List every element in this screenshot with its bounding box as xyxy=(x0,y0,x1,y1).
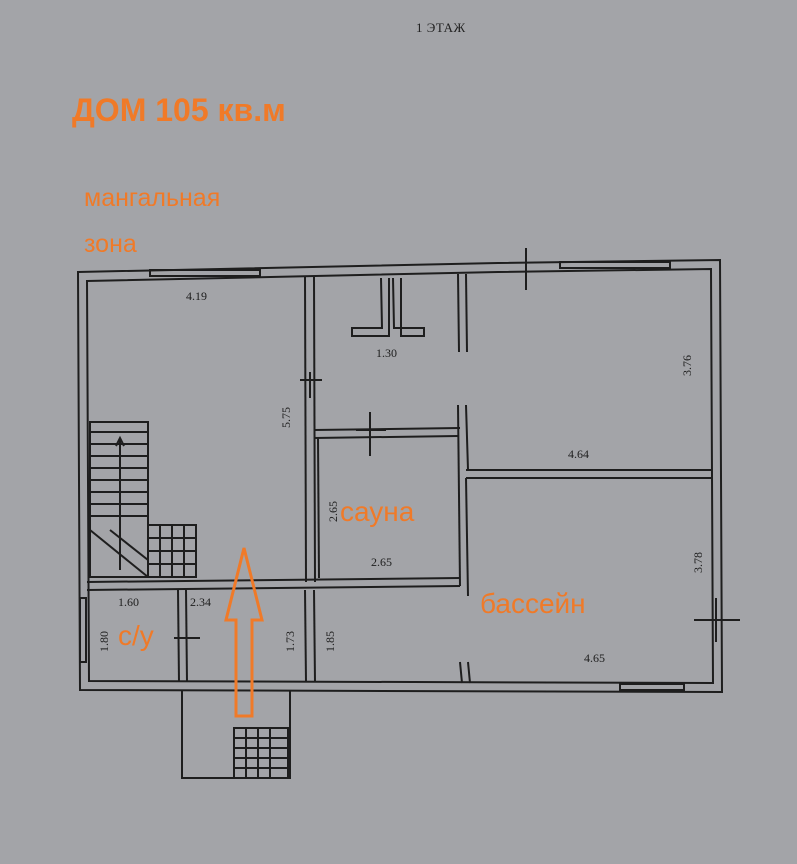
dim-hall-width: 1.30 xyxy=(376,346,397,360)
closet-wall xyxy=(392,277,425,337)
wc-label: с/у xyxy=(118,620,154,651)
wall xyxy=(459,661,463,684)
porch-steps xyxy=(233,727,289,779)
wall xyxy=(313,589,316,683)
dim-pool-width: 4.65 xyxy=(584,651,605,665)
grill-zone-label-line2: зона xyxy=(84,230,137,258)
wall xyxy=(465,477,469,597)
wall xyxy=(304,276,307,583)
outer-wall-inner xyxy=(85,267,715,685)
dim-sauna-width: 2.65 xyxy=(371,555,392,569)
wall xyxy=(177,589,180,683)
wall xyxy=(86,585,461,591)
wall xyxy=(185,589,188,683)
wall xyxy=(467,661,471,684)
wall xyxy=(465,273,468,353)
floor-title: 1 ЭТАЖ xyxy=(416,20,466,35)
window xyxy=(149,269,261,277)
wall xyxy=(313,435,459,439)
window xyxy=(559,261,671,269)
sauna-label: сауна xyxy=(340,496,415,527)
window xyxy=(79,597,87,663)
dim-lower-mid-depth: 1.85 xyxy=(323,631,337,652)
wall xyxy=(317,437,320,579)
dim-top-right-depth: 3.76 xyxy=(680,355,694,376)
entrance-arrow xyxy=(224,547,264,718)
wall xyxy=(86,577,461,583)
staircase xyxy=(89,421,149,578)
dim-left-room-depth: 5.75 xyxy=(279,407,293,428)
wall xyxy=(457,404,461,587)
wall xyxy=(465,404,469,471)
wall xyxy=(304,589,307,683)
dim-entry-depth: 1.73 xyxy=(283,631,297,652)
window xyxy=(619,683,685,691)
dim-left-room-width: 4.19 xyxy=(186,289,207,303)
dim-wc-width: 1.60 xyxy=(118,595,139,609)
closet-wall xyxy=(351,277,390,337)
dim-wc-depth: 1.80 xyxy=(97,631,111,652)
dim-top-right-width: 4.64 xyxy=(568,447,589,461)
wall xyxy=(313,427,461,431)
dim-entry-width: 2.34 xyxy=(190,595,211,609)
dim-sauna-side: 2.65 xyxy=(326,501,340,522)
wall xyxy=(457,273,460,353)
dim-pool-depth: 3.78 xyxy=(691,552,705,573)
grill-zone-label: мангальная xyxy=(84,184,221,212)
pool-label: бассейн xyxy=(480,588,586,619)
house-title: ДОМ 105 кв.м xyxy=(72,92,286,128)
